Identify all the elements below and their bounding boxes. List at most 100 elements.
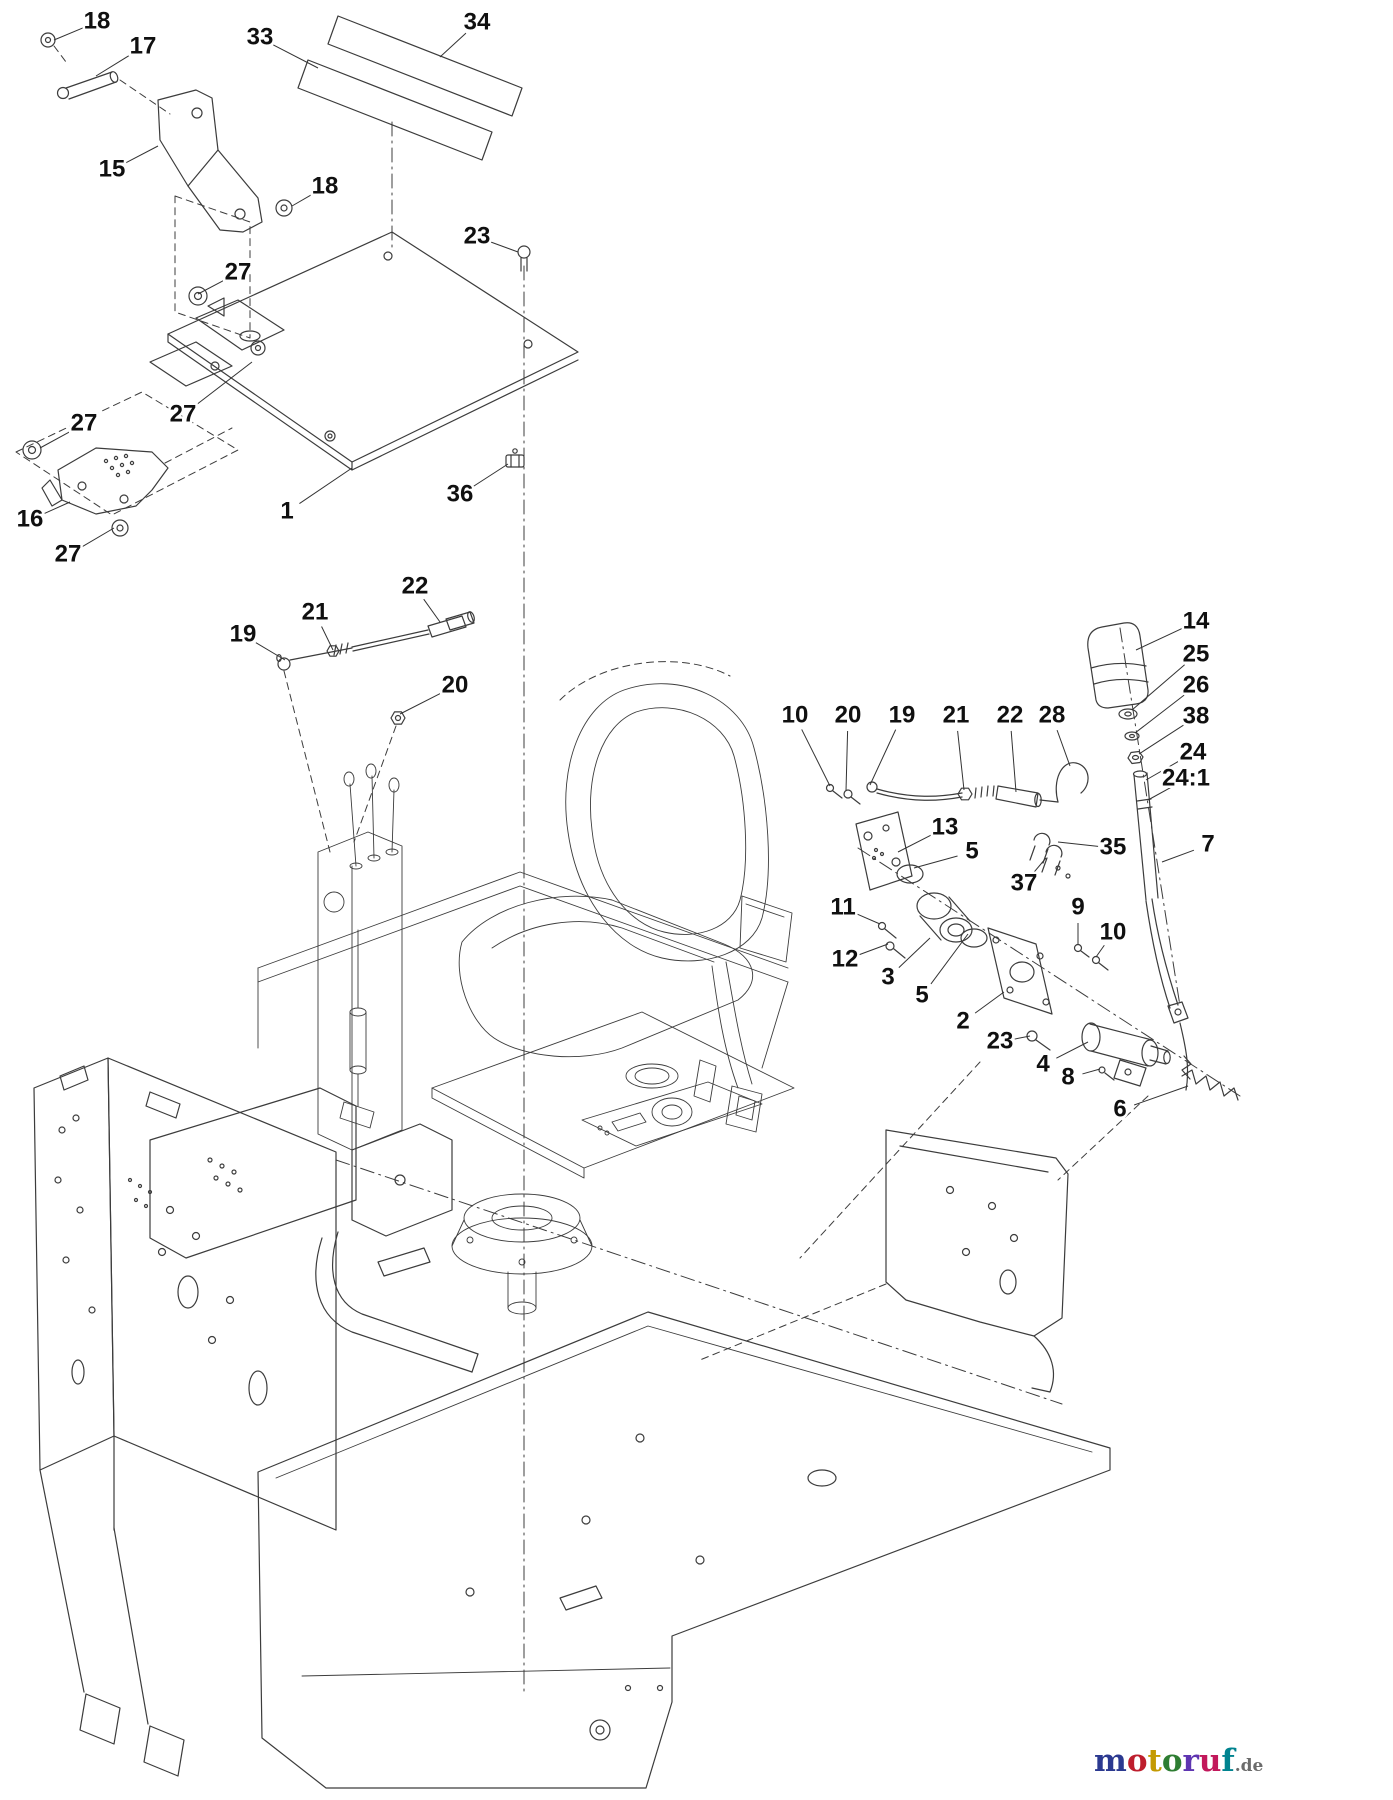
callout-label-34: 34 [464,8,491,35]
callout-leader [856,913,881,925]
callout-label-8: 8 [1061,1063,1074,1090]
callout-label-26: 26 [1183,671,1210,698]
callout-leader [930,933,969,985]
callout-label-4: 4 [1036,1050,1050,1077]
callout-label-37: 37 [1011,869,1038,896]
callout-leader [1010,730,1017,793]
callout-leader [43,501,71,515]
callout-label-23: 23 [464,222,491,249]
watermark-letter: f [1221,1743,1235,1779]
callout-label-24: 24 [1180,738,1207,765]
callout-label-11: 11 [830,893,855,920]
diagram-line-art [15,15,1241,1789]
watermark-letter: o [1126,1743,1148,1779]
clip-art [505,448,525,468]
callout-label-22: 22 [997,701,1024,728]
callout-leader [490,241,519,253]
callout-leader [1133,1085,1189,1106]
callout-label-27: 27 [170,400,197,427]
callout-leader [913,855,958,869]
callout-leader [273,44,319,69]
callout-label-1: 1 [280,497,293,524]
callout-label-21: 21 [302,598,329,625]
callout-label-5: 5 [915,981,928,1008]
plate-1-art [149,231,579,471]
callout-leader [1056,729,1071,767]
bracket-assembly-art [40,32,293,339]
callout-label-35: 35 [1100,833,1127,860]
callout-label-13: 13 [932,813,959,840]
callout-label-23: 23 [987,1027,1014,1054]
callout-label-17: 17 [130,32,157,59]
callout-leader [321,626,334,651]
callout-layer: 1817151833342327272716271362221192014252… [14,5,1217,1125]
pedal-art [15,391,239,537]
callout-leader [845,730,849,792]
callout-label-27: 27 [55,540,82,567]
callout-label-24:1: 24:1 [1162,764,1210,791]
callout-leader [423,598,441,623]
callout-leader [1161,849,1195,863]
callout-label-16: 16 [17,505,44,532]
callout-label-22: 22 [402,572,429,599]
callout-leader [299,467,353,505]
callout-leader [194,361,253,407]
callout-leader [125,145,159,164]
callout-label-7: 7 [1201,830,1214,857]
callout-leader [53,27,84,41]
callout-leader [1014,1035,1031,1040]
callout-leader [39,430,72,449]
callout-leader [1145,760,1181,781]
callout-leader [957,730,965,791]
callout-label-12: 12 [832,945,859,972]
cable-left-art [276,611,475,853]
decal-art [297,15,525,1693]
callout-label-18: 18 [84,7,111,34]
callout-leader [858,943,889,956]
callout-label-10: 10 [782,701,809,728]
callout-leader [80,527,115,548]
watermark-letter: r [1182,1743,1199,1779]
callout-leader [399,692,442,715]
callout-label-18: 18 [312,172,339,199]
callout-leader [472,463,509,488]
callout-leader [1095,944,1105,958]
callout-leader [974,991,1005,1014]
callout-leader [1138,724,1184,755]
callout-label-14: 14 [1183,607,1210,634]
callout-leader [1131,664,1185,711]
callout-label-3: 3 [881,963,894,990]
watermark-letter: t [1147,1743,1162,1779]
callout-leader [197,279,225,295]
callout-leader [255,642,286,661]
callout-leader [1135,627,1183,651]
callout-leader [1134,694,1185,734]
watermark-logo: motoruf.de [1094,1746,1263,1777]
callout-leader [95,54,131,77]
watermark-letter: u [1198,1743,1222,1779]
callout-label-19: 19 [230,620,257,647]
watermark-letter: m [1094,1743,1127,1779]
seat-art [257,661,795,1315]
callout-label-19: 19 [889,701,916,728]
callout-label-36: 36 [447,480,474,507]
chassis-art [33,1057,1111,1789]
callout-label-27: 27 [225,258,252,285]
callout-label-2: 2 [956,1007,969,1034]
callout-label-21: 21 [943,701,970,728]
callout-label-20: 20 [442,671,469,698]
callout-leader [1056,1041,1089,1059]
callout-leader [439,32,467,58]
callout-leader [291,194,313,207]
callout-label-38: 38 [1183,702,1210,729]
throttle-assembly-art [799,622,1241,1259]
watermark-letter: o [1161,1743,1183,1779]
callout-label-9: 9 [1071,893,1084,920]
callout-leader [801,729,831,787]
callout-label-27: 27 [71,409,98,436]
callout-leader [1082,1068,1101,1075]
callout-leader [1147,785,1174,801]
callout-label-6: 6 [1113,1095,1126,1122]
